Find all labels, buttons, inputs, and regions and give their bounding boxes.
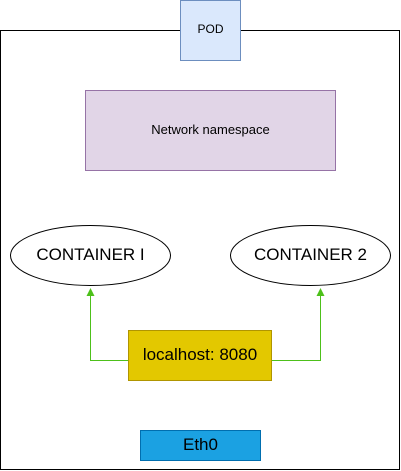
network-namespace-box[interactable]: Network namespace [85, 90, 336, 171]
localhost-port-label: localhost: 8080 [143, 345, 257, 364]
container-1-label: CONTAINER I [36, 245, 144, 264]
network-namespace-label: Network namespace [151, 122, 270, 137]
container-2-label: CONTAINER 2 [254, 245, 367, 264]
localhost-port-box[interactable]: localhost: 8080 [128, 330, 272, 381]
pod-label: POD [197, 22, 223, 36]
arrow-to-container-1 [86, 288, 128, 361]
pod-label-box[interactable]: POD [180, 0, 241, 61]
arrow-to-container-2 [272, 288, 325, 361]
container-2[interactable]: CONTAINER 2 [230, 225, 391, 286]
eth0-interface-box[interactable]: Eth0 [140, 430, 261, 461]
container-1[interactable]: CONTAINER I [10, 225, 171, 286]
container-1-shape [10, 225, 171, 286]
container-2-shape [230, 225, 391, 286]
eth0-label: Eth0 [183, 435, 218, 454]
